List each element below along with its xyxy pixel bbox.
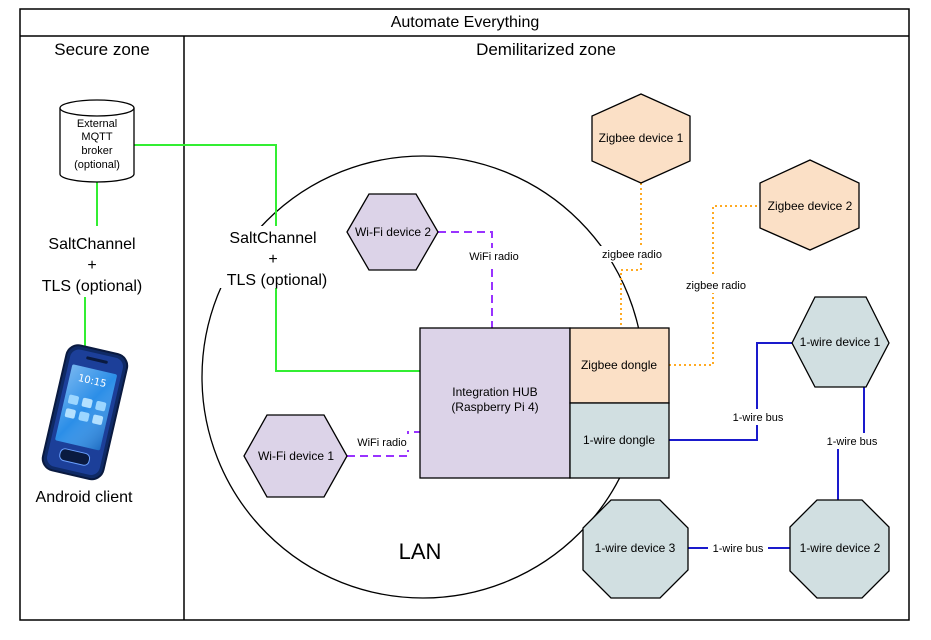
onewire-bus-label-3-bg xyxy=(708,540,768,556)
secure-link-label-line2: + xyxy=(87,257,96,274)
outer-frame xyxy=(19,8,910,621)
wifi-radio-label-1: WiFi radio xyxy=(357,437,407,449)
wifi-device-2 xyxy=(346,193,439,271)
dmz-zone-label: Demilitarized zone xyxy=(476,40,616,59)
android-phone-icon: 10:15 xyxy=(41,344,129,481)
zigbee-device-1 xyxy=(591,93,691,184)
integration-hub xyxy=(419,327,571,479)
onewire-device-2 xyxy=(789,499,890,599)
broker-label-line1: External xyxy=(77,118,117,130)
dmz-link-label-bg xyxy=(218,226,336,288)
onewire-bus-label-2: 1-wire bus xyxy=(827,436,878,448)
wifi-radio-label-1-bg xyxy=(352,434,412,450)
broker-label-line3: broker xyxy=(81,145,113,157)
onewire-bus-label-3: 1-wire bus xyxy=(713,543,764,555)
broker-label-line4: (optional) xyxy=(74,159,120,171)
hub-label-line2: (Raspberry Pi 4) xyxy=(451,400,538,414)
broker-label-line2: MQTT xyxy=(81,131,112,143)
zigbee-device-2-label: Zigbee device 2 xyxy=(768,199,853,213)
onewire-device-3-label: 1-wire device 3 xyxy=(595,541,676,555)
wifi-radio-label-2: WiFi radio xyxy=(469,251,519,263)
wifi-device-1 xyxy=(243,414,348,498)
zigbee-device-1-label: Zigbee device 1 xyxy=(599,131,684,145)
zigbee-dongle xyxy=(569,327,670,404)
dmz-link-label-line3: TLS (optional) xyxy=(227,272,328,289)
onewire-dongle xyxy=(569,402,670,479)
zigbee-radio-label-1-bg xyxy=(596,246,668,262)
onewire-bus-label-1: 1-wire bus xyxy=(733,412,784,424)
onewire-bus-label-2-bg xyxy=(822,433,882,449)
wifi-radio-label-2-bg xyxy=(465,248,523,264)
onewire-dongle-link xyxy=(669,342,792,441)
onewire-bus-label-1-bg xyxy=(728,409,788,425)
android-client-label: Android client xyxy=(36,489,134,506)
zigbee2-link xyxy=(669,205,760,366)
zigbee1-link xyxy=(620,183,642,328)
zigbee-radio-label-2-bg xyxy=(680,277,752,293)
onewire-device-1 xyxy=(791,296,890,388)
onewire-device-3 xyxy=(582,499,689,599)
zigbee-device-2 xyxy=(759,159,860,251)
secure-link-label-bg xyxy=(30,230,162,296)
zigbee-radio-label-2: zigbee radio xyxy=(686,280,746,292)
dmz-link-label-line2: + xyxy=(268,251,277,268)
wifi-device-2-label: Wi-Fi device 2 xyxy=(355,225,431,239)
diagram-title: Automate Everything xyxy=(391,14,540,31)
onewire-dongle-label: 1-wire dongle xyxy=(583,433,655,447)
lan-label: LAN xyxy=(399,539,442,564)
mqtt-broker-cylinder xyxy=(59,99,135,183)
zigbee-radio-label-1: zigbee radio xyxy=(602,249,662,261)
hub-label-line1: Integration HUB xyxy=(452,385,537,399)
wifi2-link xyxy=(438,231,493,328)
wifi-device-1-label: Wi-Fi device 1 xyxy=(258,449,334,463)
secure-link-label-line1: SaltChannel xyxy=(48,236,135,253)
zigbee-dongle-label: Zigbee dongle xyxy=(581,358,657,372)
onewire-device-1-label: 1-wire device 1 xyxy=(800,335,881,349)
dmz-link-label-line1: SaltChannel xyxy=(229,230,316,247)
onewire-device-2-label: 1-wire device 2 xyxy=(800,541,881,555)
secure-link-label-line3: TLS (optional) xyxy=(42,278,143,295)
secure-zone-label: Secure zone xyxy=(54,40,149,59)
